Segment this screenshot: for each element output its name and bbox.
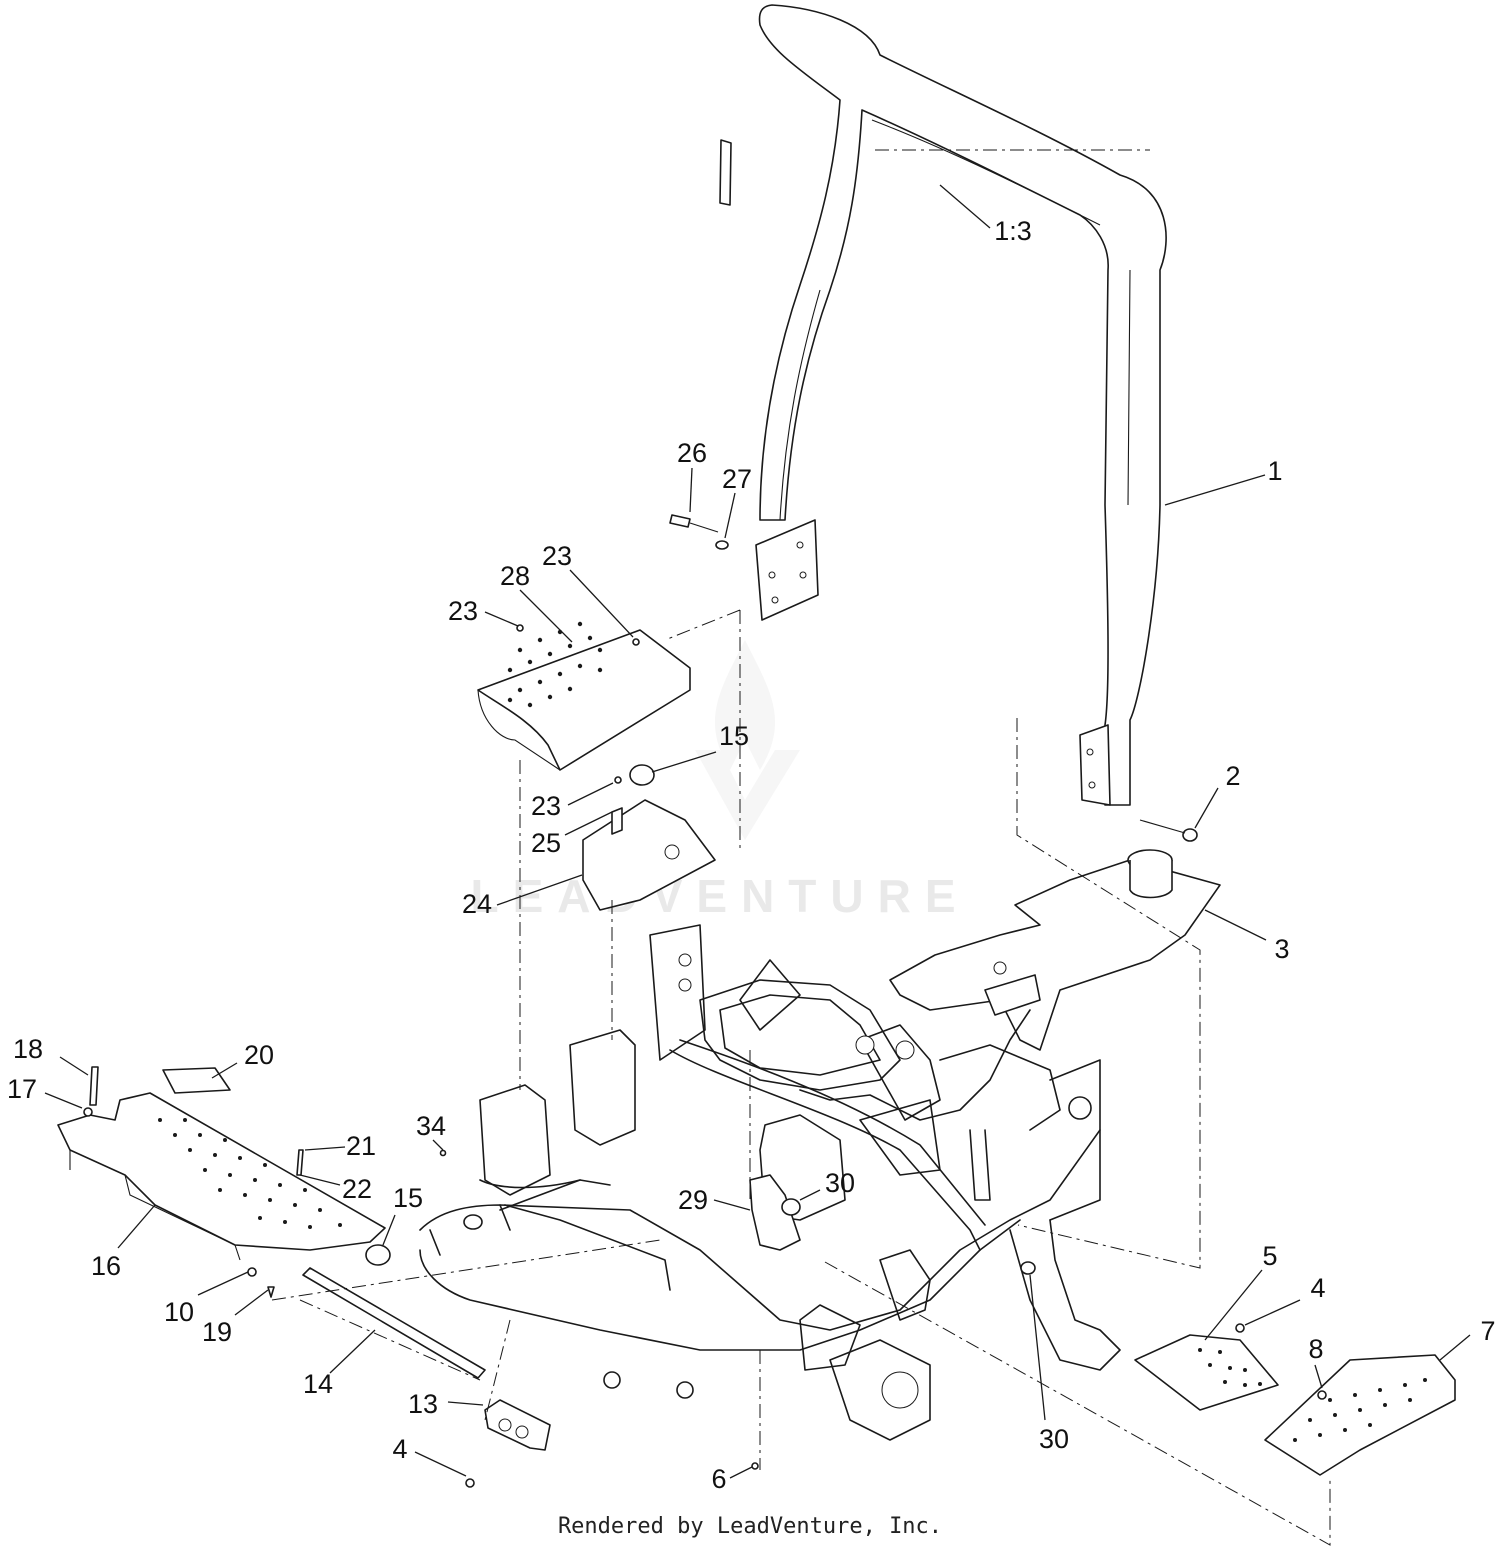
callout-6: 6 [711, 1464, 726, 1494]
part-right-large-footrest [1264, 1354, 1456, 1476]
callout-labels: 1:3 1 2 3 26 27 23 28 23 15 23 25 24 18 … [7, 216, 1496, 1494]
callout-21: 21 [346, 1131, 376, 1161]
part-29-bracket [749, 1174, 801, 1251]
callout-3: 3 [1274, 934, 1289, 964]
hardware-fasteners [83, 514, 1327, 1488]
callout-10: 10 [164, 1297, 194, 1327]
callout-1-3: 1:3 [994, 216, 1032, 246]
part-small-plate [484, 1399, 551, 1451]
shield-holes [507, 621, 603, 708]
callout-27: 27 [722, 464, 752, 494]
watermark-logo [695, 640, 800, 840]
callout-7: 7 [1480, 1316, 1495, 1346]
part-right-small-footrest [1134, 1334, 1279, 1411]
callout-29: 29 [678, 1185, 708, 1215]
callout-28: 28 [500, 561, 530, 591]
callout-2: 2 [1225, 761, 1240, 791]
callout-25: 25 [531, 828, 561, 858]
callout-22: 22 [342, 1174, 372, 1204]
leader-lines [44, 184, 1471, 1479]
callout-19: 19 [202, 1317, 232, 1347]
callout-24: 24 [462, 889, 492, 919]
callout-4-right: 4 [1310, 1273, 1325, 1303]
callout-26: 26 [677, 438, 707, 468]
callout-18: 18 [13, 1034, 43, 1064]
callout-15-bottom: 15 [393, 1183, 423, 1213]
callout-23-top: 23 [542, 541, 572, 571]
callout-4-left: 4 [392, 1434, 407, 1464]
callout-23-mid: 23 [531, 791, 561, 821]
callout-20: 20 [244, 1040, 274, 1070]
callout-34: 34 [416, 1111, 446, 1141]
callout-23-left: 23 [448, 596, 478, 626]
alignment-lines [271, 149, 1331, 1546]
callout-30-bottom: 30 [1039, 1424, 1069, 1454]
callout-30-mid: 30 [825, 1168, 855, 1198]
callout-15-top: 15 [719, 721, 749, 751]
watermark-text: LEADVENTURE [470, 870, 969, 922]
callout-16: 16 [91, 1251, 121, 1281]
part-top-shield [477, 621, 691, 771]
callout-17: 17 [7, 1074, 37, 1104]
callout-8: 8 [1308, 1334, 1323, 1364]
callout-1: 1 [1267, 456, 1282, 486]
part-mounting-plate [889, 849, 1221, 1051]
part-strip [302, 1267, 486, 1379]
callout-13: 13 [408, 1389, 438, 1419]
part-main-frame [419, 924, 1121, 1441]
part-left-footrest [57, 1067, 386, 1261]
callout-14: 14 [303, 1369, 333, 1399]
render-credit: Rendered by LeadVenture, Inc. [557, 1514, 943, 1539]
footrest-holes [158, 1118, 342, 1229]
callout-5: 5 [1262, 1241, 1277, 1271]
part-side-bracket [582, 764, 716, 911]
part-rops-rollbar [719, 4, 1167, 806]
